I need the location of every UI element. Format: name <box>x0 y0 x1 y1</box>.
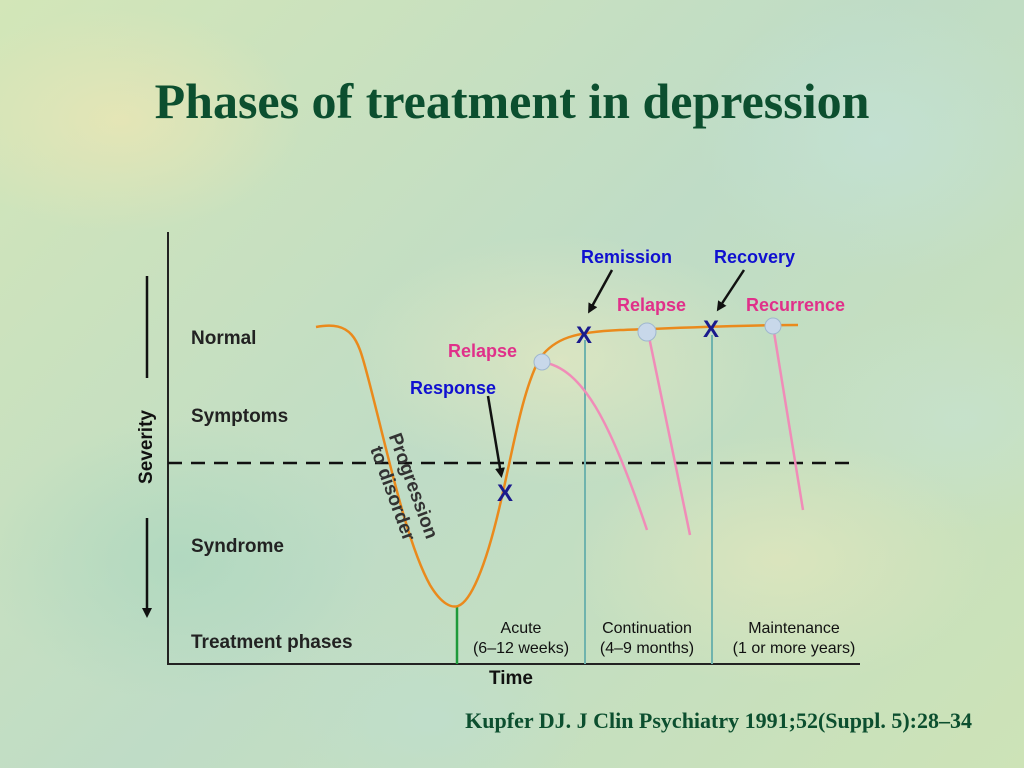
phase-continuation-duration: (4–9 months) <box>599 640 695 657</box>
label-treatment-phases: Treatment phases <box>191 632 353 653</box>
relapse-label-continuation: Relapse <box>617 295 687 315</box>
recurrence-label: Recurrence <box>746 295 846 315</box>
recovery-label: Recovery <box>714 247 796 267</box>
relapse-line-early <box>541 360 649 531</box>
relapse-label-early: Relapse <box>448 341 518 361</box>
phase-acute-name: Acute <box>500 620 542 637</box>
recurrence-line <box>771 325 805 511</box>
phase-maintenance: Maintenance (1 or more years) <box>712 619 876 659</box>
slide-title: Phases of treatment in depression <box>154 73 870 129</box>
response-arrow <box>486 395 505 478</box>
phase-continuation: Continuation (4–9 months) <box>583 619 711 659</box>
phase-continuation-name: Continuation <box>602 620 692 637</box>
relapse-point-continuation <box>637 322 657 342</box>
phase-maintenance-name: Maintenance <box>748 620 840 637</box>
response-label: Response <box>410 378 497 398</box>
recovery-x-marker: X <box>703 316 720 343</box>
phase-acute: Acute (6–12 weeks) <box>457 619 585 659</box>
remission-arrow <box>588 269 614 314</box>
phase-acute-duration: (6–12 weeks) <box>472 640 570 657</box>
relapse-point-early <box>533 353 551 371</box>
relapse-line-continuation <box>646 331 692 536</box>
y-axis-label: Severity <box>136 410 157 484</box>
remission-label: Remission <box>581 247 673 267</box>
label-symptoms: Symptoms <box>191 406 289 427</box>
x-axis-label: Time <box>489 668 534 689</box>
label-normal: Normal <box>191 328 257 349</box>
severity-curve <box>315 323 799 608</box>
phase-maintenance-duration: (1 or more years) <box>732 640 856 657</box>
recurrence-point <box>764 317 782 335</box>
label-syndrome: Syndrome <box>191 536 284 557</box>
citation: Kupfer DJ. J Clin Psychiatry 1991;52(Sup… <box>465 708 972 733</box>
remission-x-marker: X <box>576 322 593 349</box>
recovery-arrow <box>716 269 746 312</box>
response-x-marker: X <box>497 480 514 507</box>
